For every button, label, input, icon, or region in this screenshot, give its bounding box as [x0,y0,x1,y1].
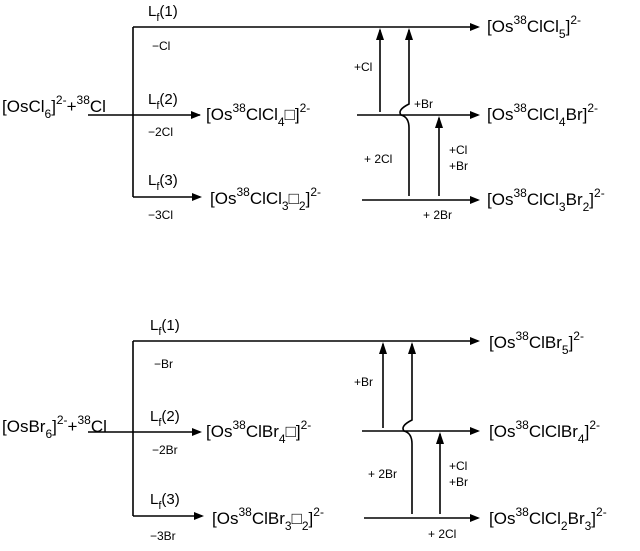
br-intermediate-3: [Os38ClBr3□2]2- [212,505,324,533]
br-intermediate-3-arrowhead [470,514,480,522]
br-product-2: [Os38ClClBr4]2- [489,418,600,446]
label-plus-2cl: + 2Cl [364,152,392,166]
product-1: [Os38ClCl5]2- [487,13,581,41]
reactant-formula: [OsCl6]2-+38Cl [2,93,106,121]
lf2-label: Lf(2) [148,91,178,112]
intermediate-3: [Os38ClCl3□2]2- [210,185,321,213]
branch-3-arrowhead [192,193,202,201]
branch-1-arrowhead [470,23,480,31]
up-arrow-mid-head [435,116,443,128]
label-plus-2br: + 2Br [423,208,452,222]
br-intermediate-2: [Os38ClBr4□]2- [206,418,311,446]
lf3-label: Lf(3) [148,172,178,193]
lf1-label: Lf(1) [148,3,178,24]
br-label-plus-2cl: + 2Cl [428,527,456,541]
br-loss-label-3: −3Br [150,529,176,543]
br-lf3-label: Lf(3) [150,491,180,512]
br-label-plus-2br: + 2Br [368,467,397,481]
br-branch-3-arrowhead [194,512,204,520]
br-lf1-label: Lf(1) [150,317,180,338]
intermediate-2: [Os38ClCl4□]2- [206,101,310,129]
br-intermediate-2-arrowhead [470,427,480,435]
br-product-3: [Os38ClCl2Br3]2- [489,505,607,533]
br-branch-2-arrowhead [192,428,202,436]
label-plus-cl-2: +Cl [449,143,467,157]
br-up-arrow-right-head [408,342,416,354]
intermediate-2-arrowhead [470,111,480,119]
br-up-arrow-left-head [379,342,387,354]
up-arrow-right-curved [399,30,410,196]
loss-label-2: −2Cl [148,125,173,139]
br-lf2-label: Lf(2) [150,408,180,429]
br-label-plus-cl: +Cl [449,459,467,473]
intermediate-3-arrowhead [470,196,480,204]
reactant-formula-br: [OsBr6]2-+38Cl [2,413,107,441]
br-label-plus-br-2: +Br [449,475,468,489]
br-label-plus-br: +Br [354,375,373,389]
up-arrow-left-head [376,28,384,40]
br-product-1: [Os38ClBr5]2- [489,329,584,357]
scheme-bromide: [OsBr6]2-+38Cl Lf(1) −Br Lf(2) −2Br Lf(3… [2,317,607,543]
label-plus-cl: +Cl [354,60,372,74]
up-arrow-right-head [405,28,413,40]
label-plus-br-2: +Br [449,159,468,173]
br-loss-label-1: −Br [154,357,173,371]
br-loss-label-2: −2Br [152,443,178,457]
scheme-chloride: [OsCl6]2-+38Cl Lf(1) −Cl Lf(2) −2Cl Lf(3… [2,3,605,222]
loss-label-3: −3Cl [148,208,173,222]
product-3: [Os38ClCl3Br2]2- [487,186,605,214]
br-up-arrow-right-curved [402,344,413,514]
product-2: [Os38ClCl4Br]2- [487,101,598,129]
br-branch-1-arrowhead [470,337,480,345]
br-up-arrow-mid-head [436,432,444,444]
label-plus-br: +Br [414,97,433,111]
loss-label-1: −Cl [152,39,170,53]
branch-2-arrowhead [191,111,201,119]
